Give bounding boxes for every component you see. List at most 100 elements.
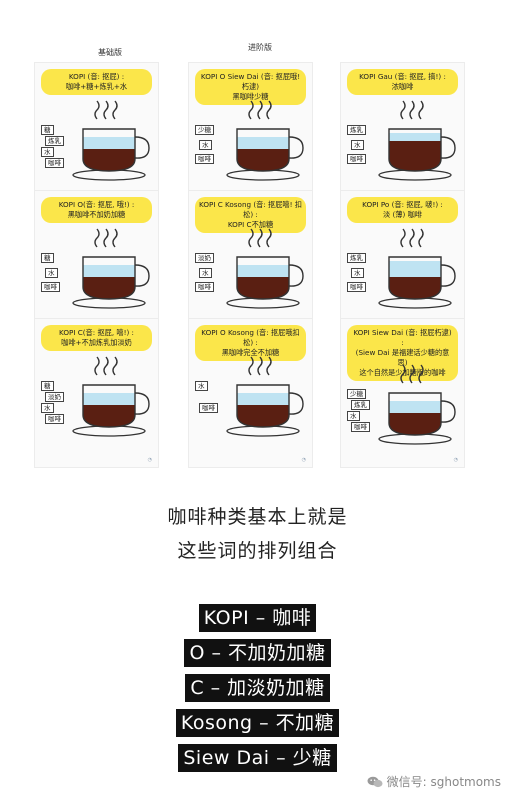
speech-bubble: KOPI O Kosong (音: 抠屁哦扣松) :黑咖啡完全不加糖: [195, 325, 306, 361]
ingredient-label: 咖啡: [41, 282, 60, 293]
coffee-cup-icon: [378, 256, 456, 309]
ingredient-label: 咖啡: [45, 414, 64, 424]
steam-icon: [248, 228, 272, 248]
bubble-line: KOPI C(音: 抠屁, 嘻!) :: [59, 328, 134, 337]
ingredient-label: 水: [41, 147, 54, 157]
watermark: ◔: [453, 457, 458, 463]
bubble-line: 黑咖啡不加奶加糖: [67, 210, 126, 219]
speech-bubble: KOPI O(音: 抠屁, 哦!) :黑咖啡不加奶加糖: [41, 197, 152, 223]
coffee-cup-icon: [378, 392, 456, 445]
steam-icon: [94, 100, 118, 120]
legend-kopi: KOPI – 咖啡: [0, 604, 515, 632]
coffee-cup-icon: [226, 128, 304, 181]
ingredient-label: 水: [351, 139, 364, 150]
bubble-line: 淡 (薄) 咖啡: [383, 210, 422, 219]
coffee-cup-icon: [72, 256, 150, 309]
watermark: ◔: [147, 457, 152, 463]
wechat-icon: [367, 776, 383, 788]
bubble-line: 浓咖啡: [391, 82, 414, 91]
legend-siew-dai: Siew Dai – 少糖: [0, 744, 515, 772]
bubble-line: KOPI O Siew Dai (音: 抠屁哦! 朽逮): [200, 72, 301, 91]
ingredient-label: 水: [199, 139, 212, 150]
bubble-line: KOPI Gau (音: 抠屁, 搞!) :: [359, 72, 446, 81]
footer-text: 微信号: sghotmoms: [386, 775, 501, 789]
bubble-line: 黑咖啡少糖: [232, 92, 269, 101]
speech-bubble: KOPI Siew Dai (音: 抠屁朽逮) :(Siew Dai 是福建话少…: [347, 325, 458, 381]
steam-icon: [400, 228, 424, 248]
ingredient-label: 炼乳: [45, 136, 64, 146]
speech-bubble: KOPI C(音: 抠屁, 嘻!) :咖啡+不加炼乳加淡奶: [41, 325, 152, 351]
coffee-cup-icon: [226, 384, 304, 437]
column-title-basic: 基础版: [98, 48, 122, 57]
ingredient-label: 咖啡: [347, 154, 366, 165]
ingredient-label: 淡奶: [45, 392, 64, 402]
bubble-line: KOPI (音: 抠屁) :: [68, 72, 125, 81]
ingredient-label: 咖啡: [351, 422, 370, 432]
caption-line-1: 咖啡种类基本上就是: [167, 506, 348, 528]
ingredient-label: 水: [41, 403, 54, 413]
bubble-line: 黑咖啡完全不加糖: [221, 348, 280, 357]
bubble-line: KOPI Po (音: 抠屁, 啵!) :: [362, 200, 443, 209]
ingredient-label: 咖啡: [45, 158, 64, 168]
bubble-line: KOPI O(音: 抠屁, 哦!) :: [58, 200, 135, 209]
ingredient-label: 水: [199, 267, 212, 278]
ingredient-label: 炼乳: [347, 253, 366, 263]
coffee-panel: KOPI C(音: 抠屁, 嘻!) :咖啡+不加炼乳加淡奶 糖淡奶水咖啡 ◔: [34, 318, 159, 468]
column-title-advanced: 进阶版: [248, 43, 272, 52]
ingredient-label: 淡奶: [195, 253, 214, 263]
legend-kosong: Kosong – 不加糖: [0, 709, 515, 737]
steam-icon: [400, 100, 424, 120]
coffee-cup-icon: [226, 256, 304, 309]
ingredient-label: 炼乳: [347, 125, 366, 135]
bubble-line: 咖啡+糖+炼乳+水: [65, 82, 128, 91]
coffee-cup-icon: [72, 128, 150, 181]
ingredient-label: 水: [347, 411, 360, 421]
bubble-line: (Siew Dai 是福建话少糖的意思): [355, 348, 450, 367]
bubble-line: KOPI Siew Dai (音: 抠屁朽逮) :: [353, 328, 452, 347]
speech-bubble: KOPI Po (音: 抠屁, 啵!) :淡 (薄) 咖啡: [347, 197, 458, 223]
ingredient-label: 炼乳: [351, 400, 370, 410]
steam-icon: [94, 228, 118, 248]
coffee-panel: KOPI O Kosong (音: 抠屁哦扣松) :黑咖啡完全不加糖 水咖啡◔: [188, 318, 313, 468]
ingredient-label: 咖啡: [195, 282, 214, 293]
steam-icon: [94, 356, 118, 376]
ingredient-label: 咖啡: [199, 403, 218, 413]
bubble-line: KOPI C Kosong (音: 抠屁嘻! 扣松) :: [199, 200, 302, 219]
ingredient-label: 少糖: [195, 125, 214, 135]
legend-o: O – 不加奶加糖: [0, 639, 515, 667]
bubble-line: KOPI C不加糖: [227, 220, 274, 229]
speech-bubble: KOPI Gau (音: 抠屁, 搞!) :浓咖啡: [347, 69, 458, 95]
ingredient-label: 咖啡: [347, 282, 366, 293]
speech-bubble: KOPI O Siew Dai (音: 抠屁哦! 朽逮)黑咖啡少糖: [195, 69, 306, 105]
watermark: ◔: [301, 457, 306, 463]
legend-text: Siew Dai – 少糖: [178, 744, 337, 772]
steam-icon: [400, 364, 424, 384]
ingredient-label: 少糖: [347, 389, 366, 399]
legend-c: C – 加淡奶加糖: [0, 674, 515, 702]
speech-bubble: KOPI (音: 抠屁) :咖啡+糖+炼乳+水: [41, 69, 152, 95]
bubble-line: 咖啡+不加炼乳加淡奶: [61, 338, 132, 347]
legend-text: Kosong – 不加糖: [175, 709, 340, 737]
coffee-panel: KOPI C Kosong (音: 抠屁嘻! 扣松) :KOPI C不加糖 淡奶…: [188, 190, 313, 340]
steam-icon: [248, 356, 272, 376]
bubble-line: KOPI O Kosong (音: 抠屁哦扣松) :: [201, 328, 300, 347]
legend-text: O – 不加奶加糖: [184, 639, 331, 667]
legend-text: KOPI – 咖啡: [198, 604, 317, 632]
ingredient-label: 糖: [41, 381, 54, 391]
steam-icon: [248, 100, 272, 120]
coffee-cup-icon: [378, 128, 456, 181]
bubble-line: 这个自然是少加糖版的咖啡: [359, 368, 446, 377]
ingredient-label: 糖: [41, 125, 54, 135]
ingredient-label: 咖啡: [195, 154, 214, 165]
caption-line-2: 这些词的排列组合: [177, 540, 338, 562]
speech-bubble: KOPI C Kosong (音: 抠屁嘻! 扣松) :KOPI C不加糖: [195, 197, 306, 233]
footer-wechat: 微信号: sghotmoms: [367, 773, 501, 790]
ingredient-label: 水: [351, 267, 364, 278]
ingredient-label: 糖: [41, 253, 54, 263]
ingredient-label: 水: [45, 267, 58, 278]
coffee-panel: KOPI Siew Dai (音: 抠屁朽逮) :(Siew Dai 是福建话少…: [340, 318, 465, 468]
